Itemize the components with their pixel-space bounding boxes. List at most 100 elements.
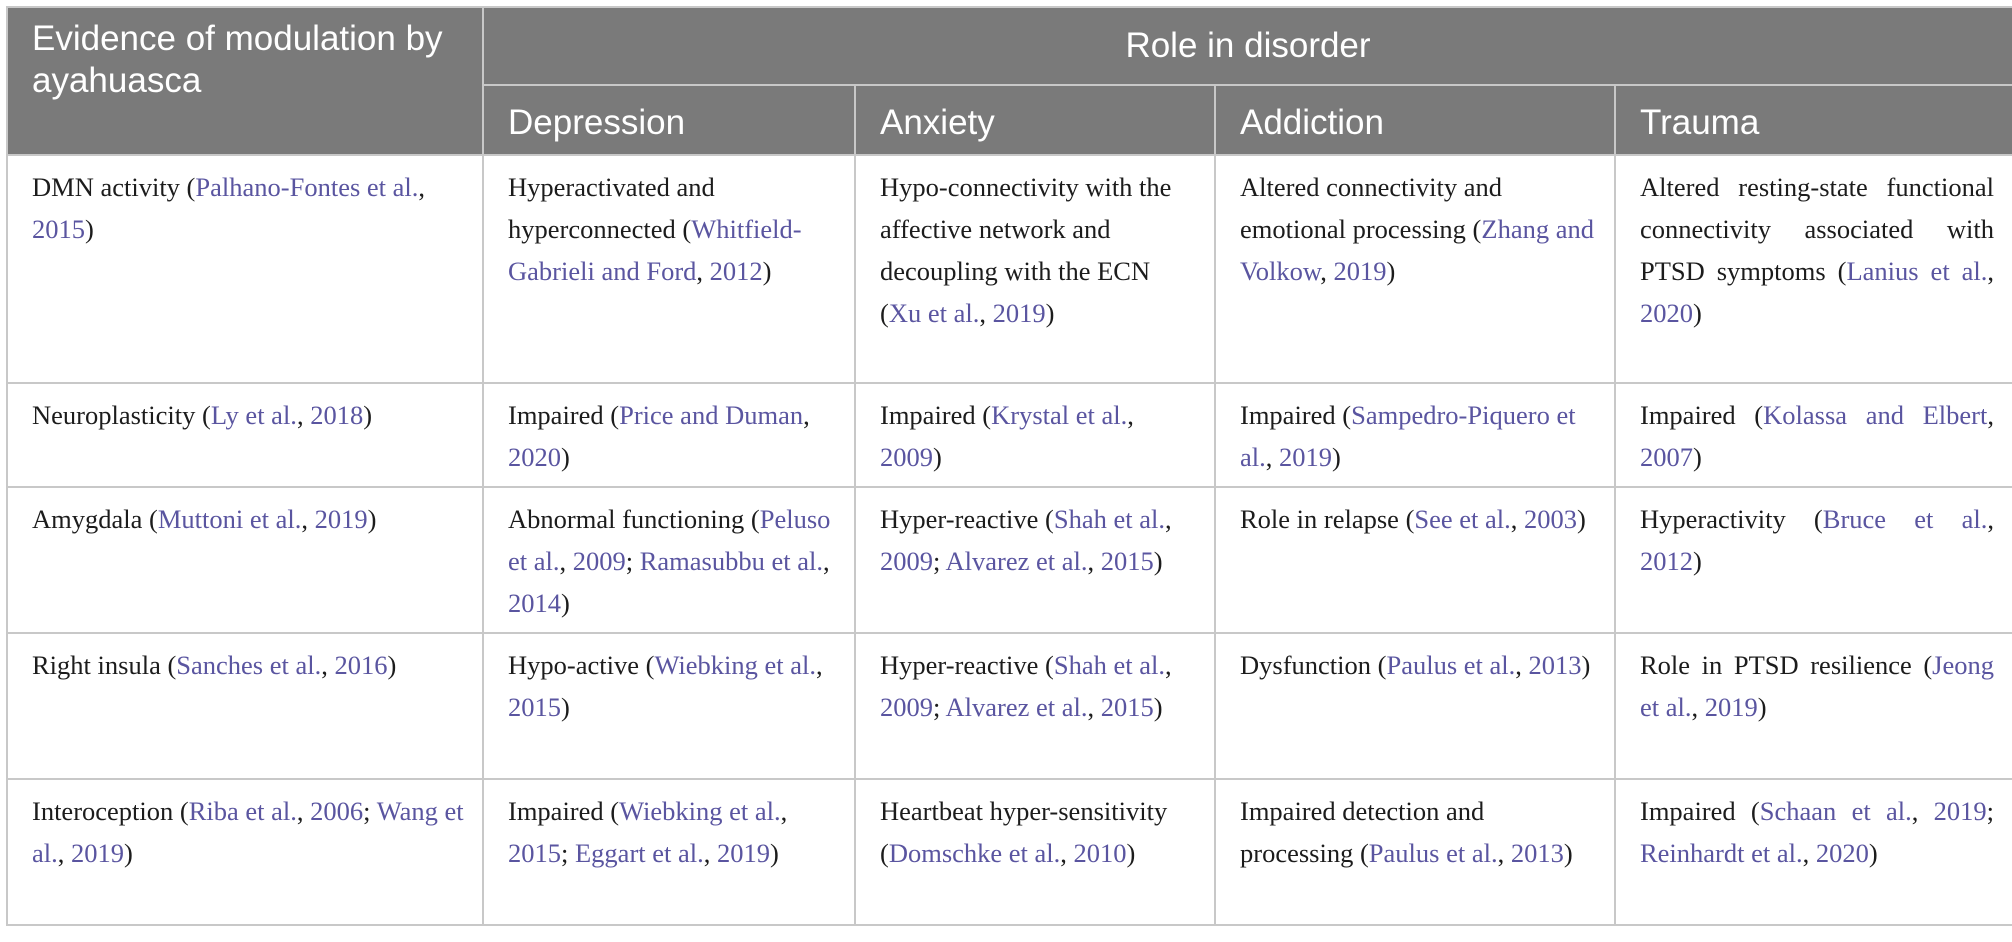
reference-link[interactable]: 2009	[572, 546, 626, 576]
reference-link[interactable]: 2014	[508, 588, 561, 618]
cell-text: ,	[418, 172, 426, 202]
reference-link[interactable]: Riba et al.	[188, 796, 297, 826]
reference-link[interactable]: 2009	[880, 692, 933, 722]
reference-link[interactable]: 2019	[717, 838, 771, 868]
cell-depression: Abnormal functioning (Peluso et al., 200…	[482, 486, 856, 634]
reference-link[interactable]: 2018	[310, 400, 364, 430]
cell-text: )	[1153, 692, 1163, 722]
cell-text: Altered resting-state functional connect…	[1640, 172, 1994, 286]
table-row: Amygdala (Muttoni et al., 2019)Abnormal …	[6, 486, 2012, 634]
cell-text: ,	[1987, 256, 1994, 286]
reference-link[interactable]: Peluso et al.	[508, 504, 831, 576]
cell-text: ,	[1265, 442, 1279, 472]
reference-link[interactable]: Shah et al.	[1053, 650, 1165, 680]
cell-text: )	[1693, 546, 1702, 576]
cell-depression: Hypo-active (Wiebking et al., 2015)	[482, 632, 856, 780]
cell-text: ,	[816, 650, 823, 680]
reference-link[interactable]: 2020	[1815, 838, 1869, 868]
reference-link[interactable]: Whitfield-Gabrieli and Ford	[508, 214, 802, 286]
reference-link[interactable]: Price and Duman	[619, 400, 804, 430]
reference-link[interactable]: Ly et al.	[210, 400, 297, 430]
reference-link[interactable]: 2013	[1510, 838, 1564, 868]
cell-trauma: Hyperactivity (Bruce et al., 2012)	[1614, 486, 2012, 634]
reference-link[interactable]: 2016	[334, 650, 388, 680]
reference-link[interactable]: See et al.	[1414, 504, 1511, 534]
reference-link[interactable]: Wiebking et al.	[654, 650, 816, 680]
cell-text: )	[1693, 298, 1702, 328]
reference-link[interactable]: Xu et al.	[888, 298, 980, 328]
cell-anxiety: Hyper-reactive (Shah et al., 2009; Alvar…	[854, 632, 1216, 780]
reference-link[interactable]: 2010	[1073, 838, 1127, 868]
cell-text: Impaired (	[508, 400, 620, 430]
reference-link[interactable]: 2020	[508, 442, 561, 472]
reference-link[interactable]: Wang et al.	[32, 796, 464, 868]
reference-link[interactable]: Schaan et al.	[1759, 796, 1912, 826]
reference-link[interactable]: Wiebking et al.	[619, 796, 781, 826]
reference-link[interactable]: Sanches et al.	[176, 650, 322, 680]
table-row: Right insula (Sanches et al., 2016)Hypo-…	[6, 632, 2012, 780]
reference-link[interactable]: et al.	[366, 172, 419, 202]
reference-link[interactable]: Alvarez et al.	[945, 546, 1088, 576]
cell-text: Hyperactivated and hyperconnected (	[508, 172, 715, 244]
reference-link[interactable]: Eggart et al.	[575, 838, 704, 868]
reference-link[interactable]: 2015	[1100, 692, 1154, 722]
reference-link[interactable]: 2019	[1933, 796, 1987, 826]
reference-link[interactable]: Ramasubbu et al.	[639, 546, 823, 576]
reference-link[interactable]: 2007	[1640, 442, 1693, 472]
reference-link[interactable]: Paulus et al.	[1368, 838, 1498, 868]
cell-evidence: Interoception (Riba et al., 2006; Wang e…	[6, 778, 484, 926]
reference-link[interactable]: 2019	[1279, 442, 1332, 472]
cell-addiction: Role in relapse (See et al., 2003)	[1214, 486, 1616, 634]
reference-link[interactable]: Shah et al.	[1053, 504, 1165, 534]
reference-link[interactable]: Alvarez et al.	[945, 692, 1088, 722]
reference-link[interactable]: 2019	[314, 504, 368, 534]
cell-text: ,	[1164, 650, 1172, 680]
reference-link[interactable]: 2006	[310, 796, 364, 826]
reference-link[interactable]: Palhano-Fontes	[195, 172, 361, 202]
reference-link[interactable]: Bruce et al.	[1822, 504, 1988, 534]
table-row: Neuroplasticity (Ly et al., 2018)Impaire…	[6, 382, 2012, 488]
reference-link[interactable]: 2003	[1524, 504, 1578, 534]
cell-depression: Hyperactivated and hyperconnected (Whitf…	[482, 154, 856, 384]
reference-link[interactable]: Muttoni et al.	[157, 504, 302, 534]
reference-link[interactable]: Lanius et al.	[1846, 256, 1988, 286]
cell-text: Impaired (	[1240, 400, 1352, 430]
reference-link[interactable]: Paulus et al.	[1386, 650, 1516, 680]
reference-link[interactable]: 2015	[508, 692, 561, 722]
cell-text: )	[1693, 442, 1702, 472]
cell-text: ;	[625, 546, 640, 576]
cell-depression: Impaired (Price and Duman, 2020)	[482, 382, 856, 488]
reference-link[interactable]: 2009	[880, 442, 933, 472]
cell-text: )	[762, 256, 772, 286]
header-trauma: Trauma	[1614, 84, 2012, 156]
reference-link[interactable]: 2020	[1640, 298, 1693, 328]
reference-link[interactable]: Krystal et al.	[991, 400, 1128, 430]
reference-link[interactable]: 2015	[508, 838, 561, 868]
reference-link[interactable]: 2019	[1333, 256, 1387, 286]
cell-text: ,	[301, 504, 315, 534]
reference-link[interactable]: 2013	[1528, 650, 1582, 680]
reference-link[interactable]: 2015	[1100, 546, 1154, 576]
cell-text: )	[124, 838, 133, 868]
reference-link[interactable]: 2012	[709, 256, 763, 286]
cell-text: ,	[296, 796, 311, 826]
reference-link[interactable]: Kolassa and Elbert	[1763, 400, 1988, 430]
reference-link[interactable]: Jeong et al.	[1640, 650, 1994, 722]
reference-link[interactable]: 2019	[992, 298, 1046, 328]
cell-addiction: Impaired (Sampedro-Piquero et al., 2019)	[1214, 382, 1616, 488]
cell-text: )	[1126, 838, 1136, 868]
reference-link[interactable]: 2015	[32, 214, 85, 244]
cell-text: ,	[1060, 838, 1074, 868]
table-body: DMN activity (Palhano-Fontes et al., 201…	[6, 154, 2012, 926]
reference-link[interactable]: Reinhardt et al.	[1640, 838, 1803, 868]
cell-evidence: Neuroplasticity (Ly et al., 2018)	[6, 382, 484, 488]
reference-link[interactable]: Domschke et al.	[888, 838, 1061, 868]
cell-text: Neuroplasticity (	[32, 400, 211, 430]
reference-link[interactable]: Zhang and Volkow	[1240, 214, 1594, 286]
reference-link[interactable]: 2019	[71, 838, 124, 868]
reference-link[interactable]: 2012	[1640, 546, 1693, 576]
cell-text: Hypo-active (	[508, 650, 655, 680]
reference-link[interactable]: Sampedro-Piquero et al.	[1240, 400, 1576, 472]
reference-link[interactable]: 2019	[1704, 692, 1758, 722]
reference-link[interactable]: 2009	[880, 546, 933, 576]
